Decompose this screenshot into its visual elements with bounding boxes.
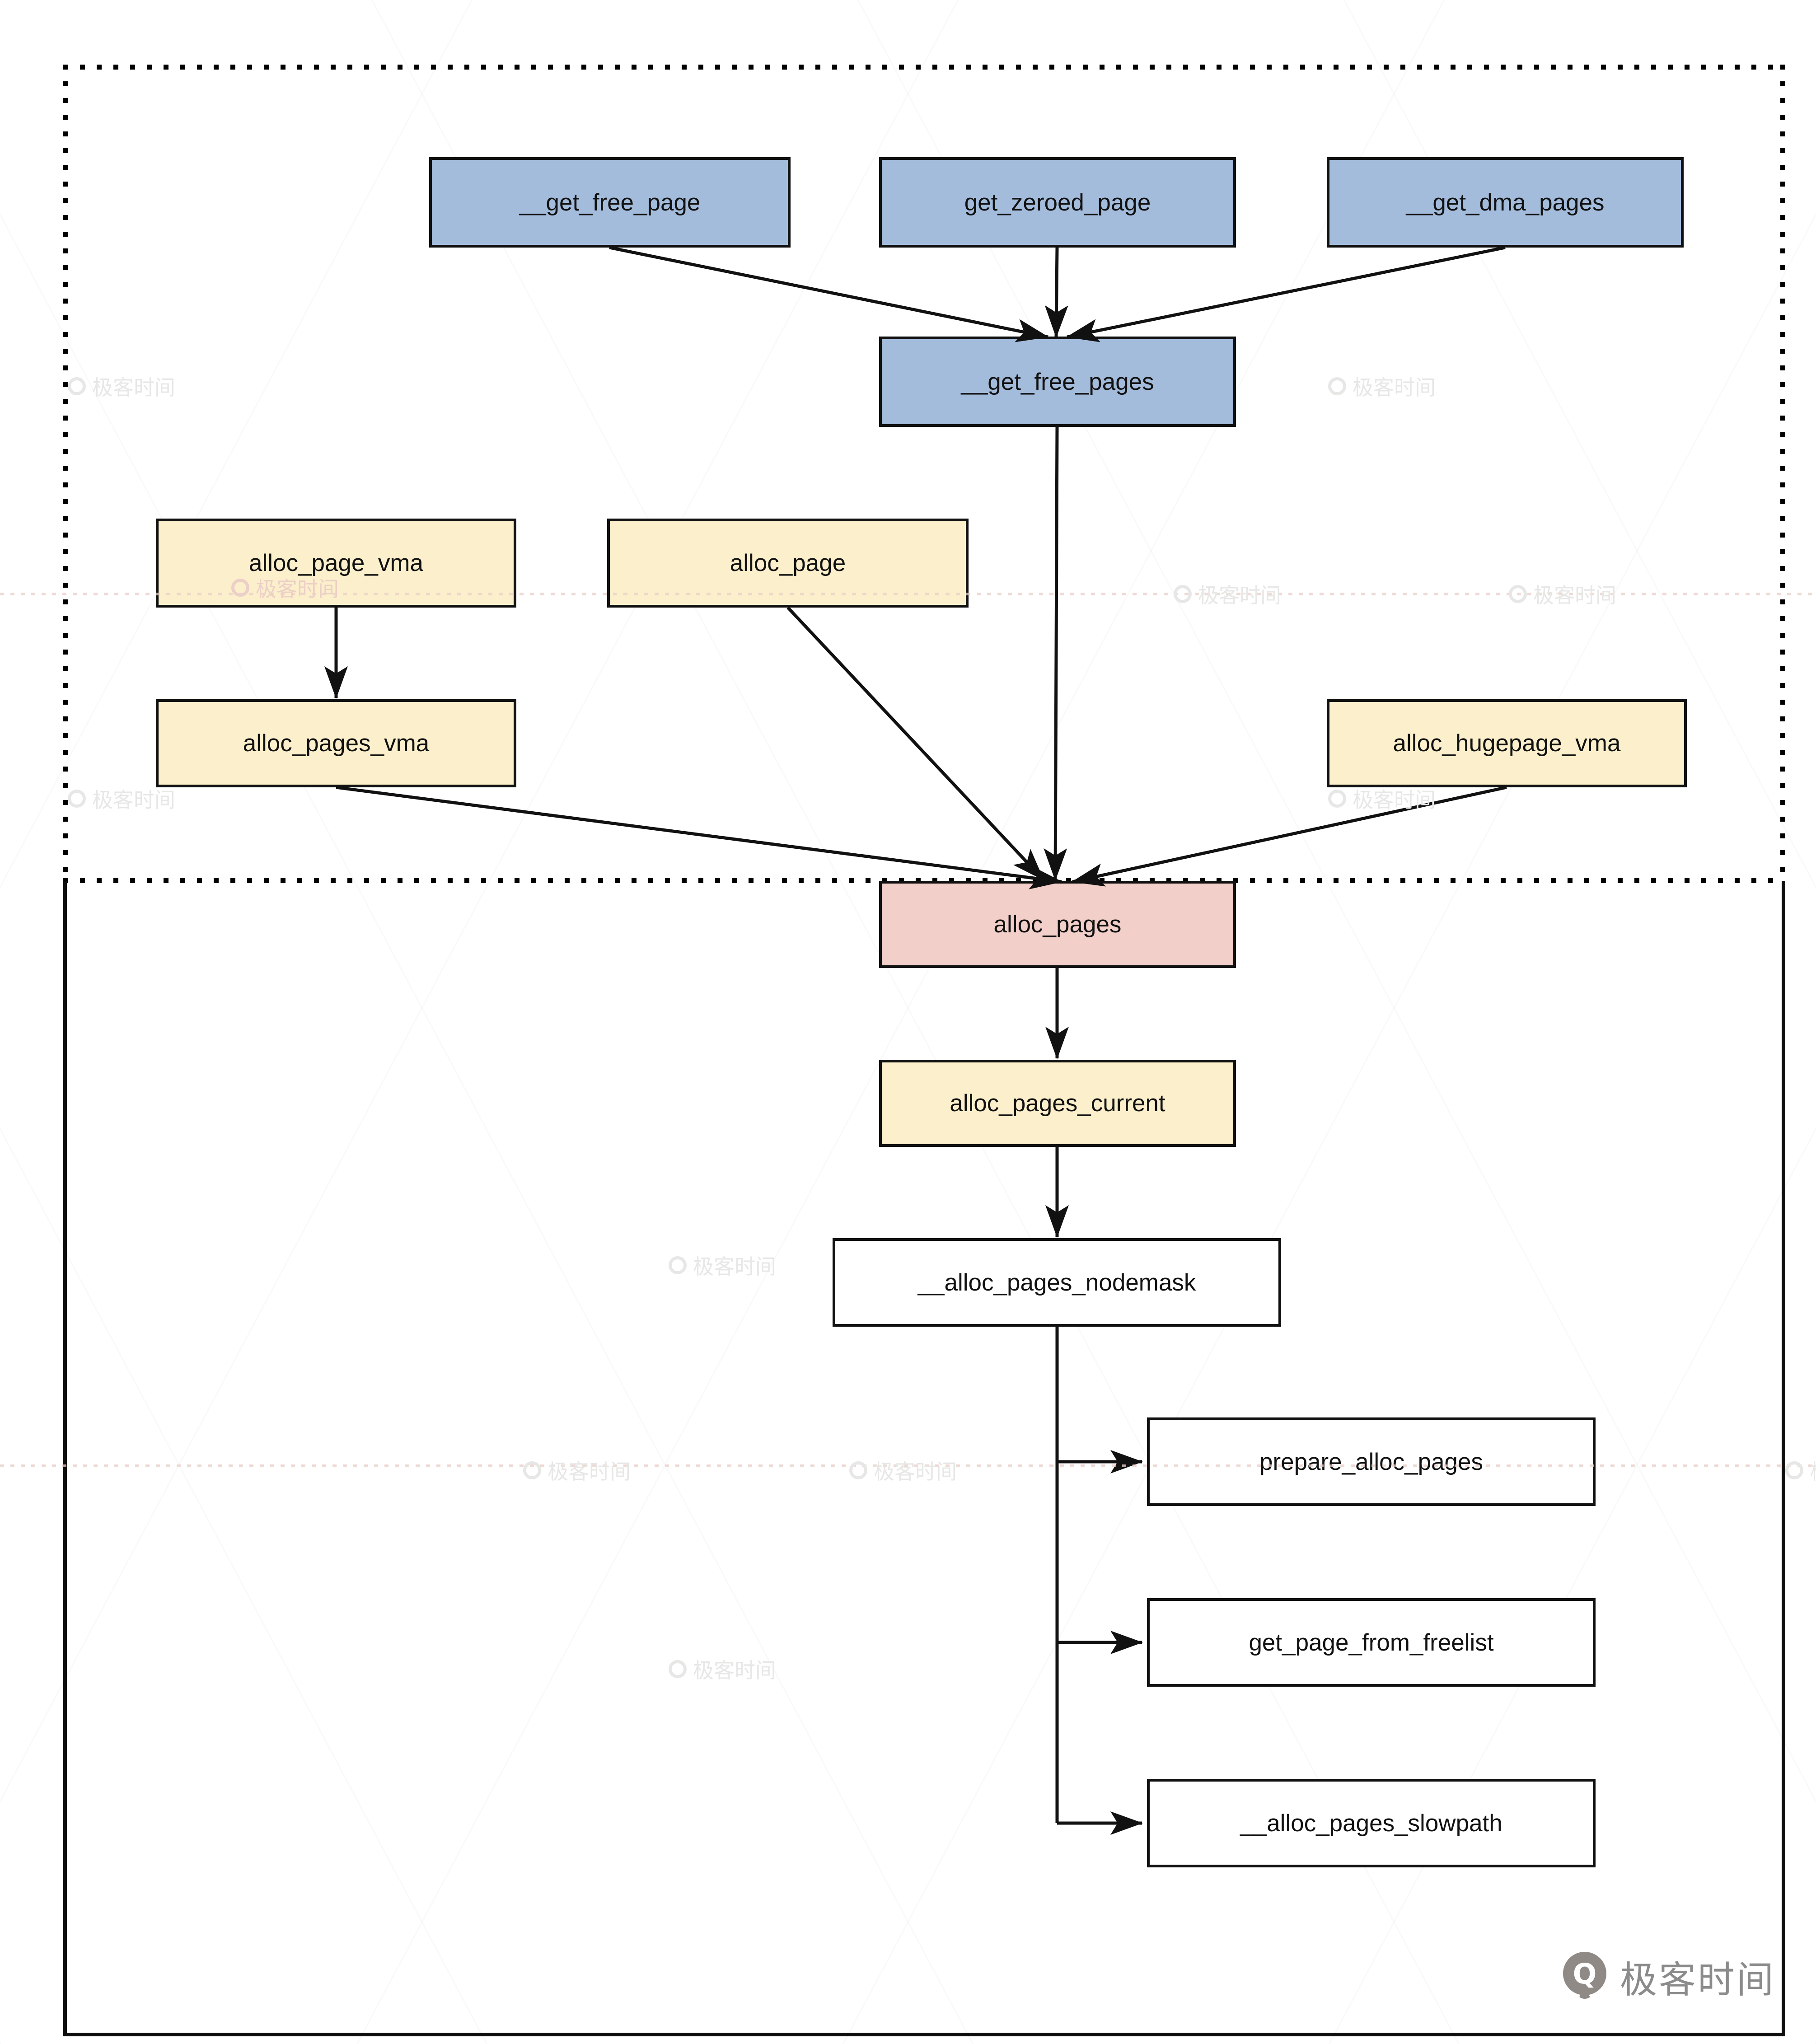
- node-label: __alloc_pages_nodemask: [917, 1269, 1196, 1296]
- watermark-logo-icon: [1509, 585, 1527, 603]
- node-label: __get_dma_pages: [1406, 189, 1605, 216]
- watermark-text: 极客时间: [548, 1460, 631, 1483]
- brand-text: 极客时间: [1620, 1960, 1776, 2001]
- watermark-logo-icon: [1328, 790, 1346, 808]
- geektime-logo-icon: Q: [1559, 1950, 1610, 2003]
- edge-get_free_pages-to-alloc_pages: [1044, 426, 1067, 881]
- node-label: __alloc_pages_slowpath: [1240, 1810, 1502, 1837]
- slow-path-region-border-left: [63, 881, 67, 2036]
- geektime-watermark: 极客时间: [68, 784, 175, 814]
- node-label: get_zeroed_page: [964, 189, 1151, 216]
- edge-alloc_pages_vma-to-alloc_pages: [336, 786, 1062, 889]
- node-label: alloc_hugepage_vma: [1393, 730, 1621, 757]
- watermark-logo-icon: [68, 790, 86, 808]
- node-alloc_hugepage_vma: alloc_hugepage_vma: [1327, 699, 1687, 787]
- watermark-text: 极客时间: [1198, 584, 1281, 607]
- watermark-text: 极客时间: [693, 1255, 776, 1278]
- geektime-watermark: 极客时间: [1509, 579, 1616, 609]
- node-alloc_pages_vma: alloc_pages_vma: [156, 699, 516, 787]
- watermark-logo-icon: [1328, 377, 1346, 395]
- node-get_dma_pages: __get_dma_pages: [1327, 157, 1684, 248]
- node-get_free_pages: __get_free_pages: [879, 337, 1236, 427]
- watermark-logo-icon: [68, 377, 86, 395]
- edge-alloc_hugepage_vma-to-alloc_pages: [1072, 786, 1507, 887]
- node-get_page_from_freelist: get_page_from_freelist: [1147, 1598, 1596, 1687]
- node-alloc_page: alloc_page: [607, 519, 969, 608]
- watermark-text: 极客时间: [92, 788, 175, 812]
- fast-path-region-border-right: [1780, 65, 1785, 881]
- watermark-logo-icon: [669, 1256, 687, 1274]
- node-alloc_pages_slowpath: __alloc_pages_slowpath: [1147, 1779, 1596, 1867]
- node-get_free_page: __get_free_page: [429, 157, 791, 248]
- geektime-watermark: 极客时间: [1328, 784, 1436, 814]
- node-label: __get_free_page: [519, 189, 701, 216]
- node-label: alloc_page: [730, 550, 846, 576]
- edge-get_free_page-to-get_free_pages: [609, 246, 1049, 342]
- node-alloc_pages_nodemask: __alloc_pages_nodemask: [833, 1238, 1281, 1327]
- geektime-watermark: 极客时间: [1174, 579, 1281, 609]
- brand-footer: Q 极客时间: [1559, 1950, 1775, 2003]
- geektime-watermark: 极客时间: [669, 1654, 776, 1684]
- edge-get_dma_pages-to-get_free_pages: [1066, 246, 1506, 342]
- node-label: alloc_pages_current: [950, 1090, 1165, 1117]
- watermark-text: 极客时间: [1533, 584, 1616, 607]
- watermark-text: 极客时间: [1353, 788, 1436, 812]
- slow-path-region-border-right: [1782, 881, 1785, 2036]
- geektime-watermark: 极客时间: [1785, 1455, 1816, 1485]
- watermark-logo-icon: [523, 1461, 541, 1479]
- svg-text:Q: Q: [1573, 1957, 1597, 1990]
- fast-path-region-border-left: [63, 65, 68, 881]
- node-label: alloc_pages: [993, 911, 1122, 938]
- node-get_zeroed_page: get_zeroed_page: [879, 157, 1236, 248]
- geektime-watermark: 极客时间: [669, 1250, 776, 1280]
- watermark-logo-icon: [1785, 1461, 1803, 1479]
- edge-get_zeroed_page-to-get_free_pages: [1044, 247, 1068, 338]
- watermark-text: 极客时间: [1353, 376, 1436, 399]
- node-prepare_alloc_pages: prepare_alloc_pages: [1147, 1417, 1596, 1506]
- watermark-text: 极客时间: [874, 1460, 957, 1483]
- node-label: __get_free_pages: [961, 368, 1154, 395]
- node-label: alloc_page_vma: [249, 550, 423, 576]
- node-label: alloc_pages_vma: [243, 730, 430, 757]
- watermark-text: 极客时间: [693, 1659, 776, 1682]
- geektime-watermark: 极客时间: [68, 371, 175, 401]
- node-label: get_page_from_freelist: [1249, 1629, 1494, 1656]
- node-alloc_page_vma: alloc_page_vma: [156, 519, 516, 608]
- edge-alloc_page-to-alloc_pages: [786, 606, 1045, 881]
- geektime-watermark: 极客时间: [1328, 371, 1436, 401]
- node-alloc_pages_current: alloc_pages_current: [879, 1060, 1236, 1147]
- slow-path-region-border-bottom: [63, 2033, 1785, 2036]
- watermark-logo-icon: [849, 1461, 867, 1479]
- watermark-logo-icon: [669, 1660, 687, 1678]
- watermark-text: 极客时间: [92, 376, 175, 399]
- watermark-logo-icon: [1174, 585, 1192, 603]
- fast-path-region-border-top: [63, 65, 1785, 70]
- watermark-text: 极客时间: [1810, 1455, 1816, 1485]
- node-alloc_pages: alloc_pages: [879, 881, 1236, 968]
- geektime-watermark: 极客时间: [523, 1455, 631, 1485]
- node-label: prepare_alloc_pages: [1259, 1448, 1484, 1475]
- geektime-watermark: 极客时间: [849, 1455, 957, 1485]
